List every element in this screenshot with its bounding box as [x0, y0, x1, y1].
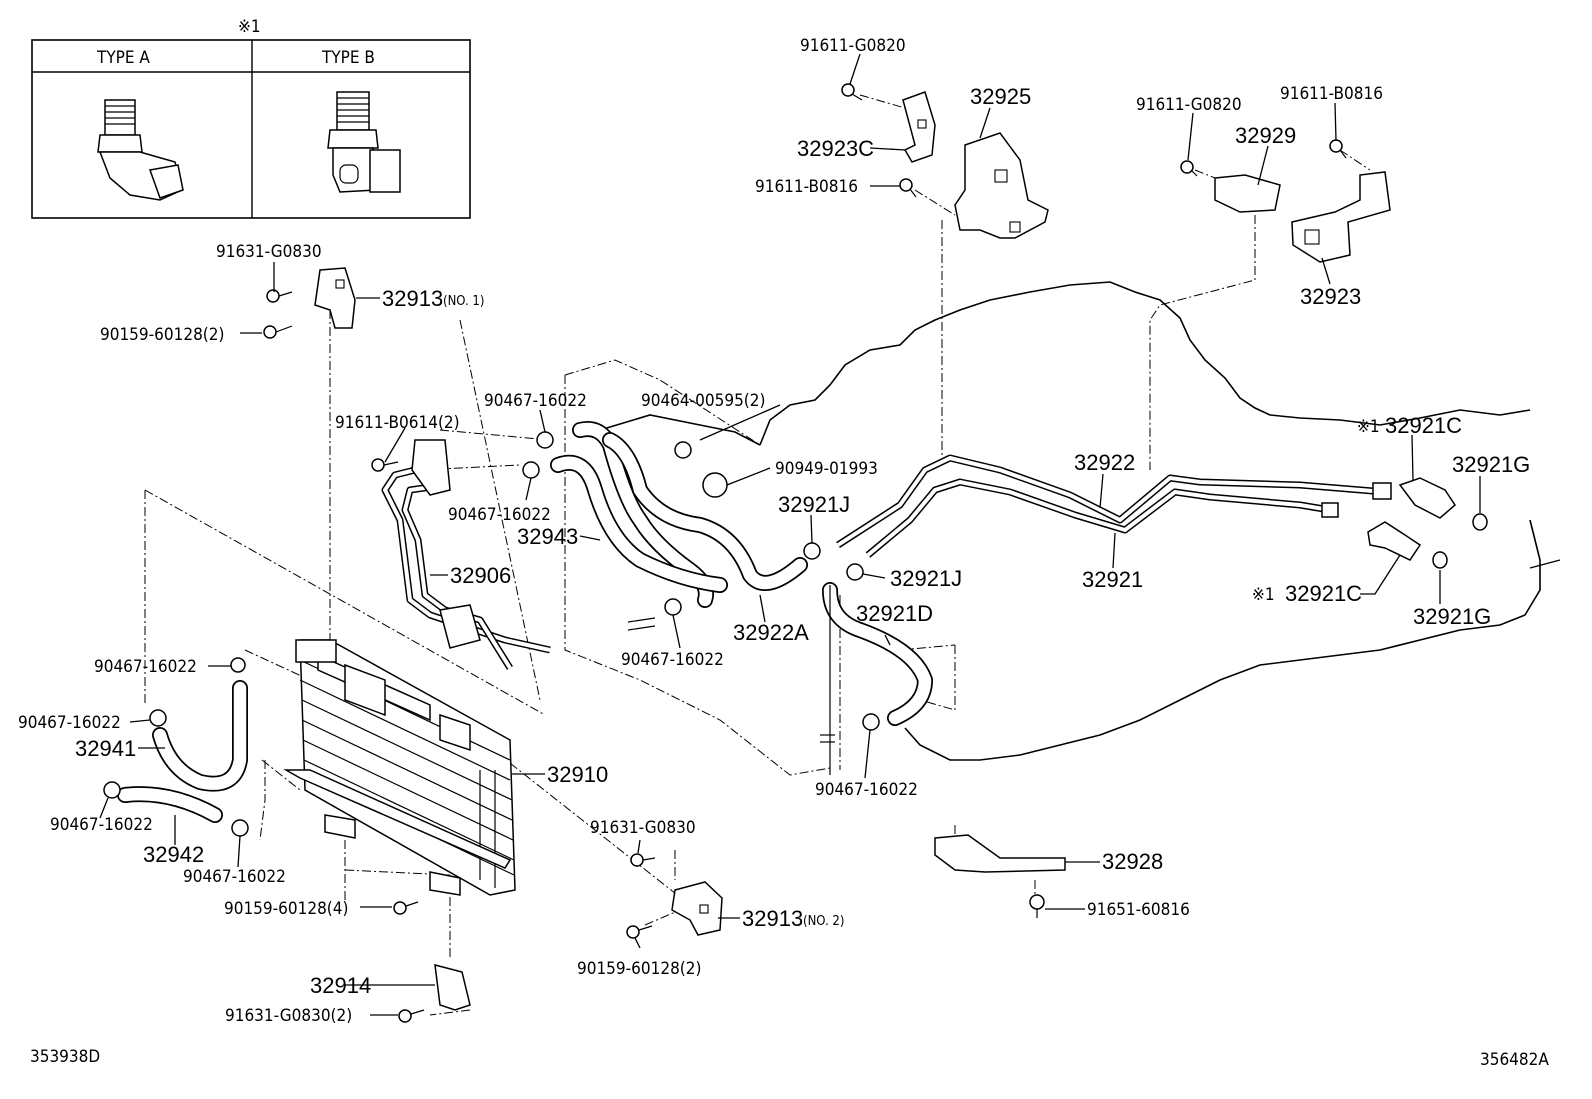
bolt-icon [371, 458, 399, 472]
label-32913-no2: 32913 [742, 906, 803, 931]
label-91631-G0830-2: 91631-G0830(2) [225, 1006, 352, 1026]
bolt-icon [1329, 139, 1347, 159]
label-91611-G0820-right: 91611-G0820 [1136, 95, 1242, 115]
type-b-label: TYPE B [321, 48, 375, 68]
bolt-icon [398, 1009, 425, 1023]
type-b-fitting-icon [327, 91, 401, 193]
label-91611-B0816-right: 91611-B0816 [1280, 84, 1383, 104]
label-32922A: 32922A [733, 620, 809, 645]
label-32923C: 32923C [797, 136, 874, 161]
label-32942: 32942 [143, 842, 204, 867]
fitting-32921C-lower [1321, 502, 1422, 561]
hose-32943 [550, 421, 728, 608]
label-32921G-upper: 32921G [1452, 452, 1530, 477]
inset-note-mark: ※1 [238, 17, 261, 37]
label-32923: 32923 [1300, 284, 1361, 309]
label-90467-16022-c: 90467-16022 [621, 650, 724, 670]
label-90159-60128-2-top: 90159-60128(2) [100, 325, 224, 345]
label-91631-G0830-mid: 91631-G0830 [590, 818, 696, 838]
label-90467-16022-d: 90467-16022 [815, 780, 918, 800]
label-32910: 32910 [547, 762, 608, 787]
label-32914: 32914 [310, 973, 371, 998]
bolt-icon [1029, 894, 1045, 918]
label-90467-16022-g: 90467-16022 [50, 815, 153, 835]
leader-lines [99, 53, 1481, 1016]
bolt-icon [630, 853, 656, 867]
bolt-icon [393, 901, 419, 915]
label-32922: 32922 [1074, 450, 1135, 475]
bracket-32914 [434, 963, 471, 1011]
label-32906: 32906 [450, 563, 511, 588]
label-90467-16022-f: 90467-16022 [18, 713, 121, 733]
bolt-icon [626, 925, 653, 939]
label-90464-00595-2: 90464-00595(2) [641, 391, 765, 411]
label-32925: 32925 [970, 84, 1031, 109]
label-91611-B0816-mid: 91611-B0816 [755, 177, 858, 197]
hose-32942 [117, 786, 223, 823]
bolt-icon [266, 289, 293, 303]
pipe-32922 [836, 454, 1386, 548]
label-91611-G0820-top: 91611-G0820 [800, 36, 906, 56]
type-a-label: TYPE A [96, 48, 150, 68]
label-91651-60816: 91651-60816 [1087, 900, 1190, 920]
label-note1-lower: ※1 [1252, 585, 1275, 605]
type-a-fitting-icon [97, 99, 184, 201]
pipe-32906 [381, 439, 551, 670]
bracket-32925 [954, 132, 1049, 239]
oil-cooler-32910 [283, 639, 516, 896]
clamp-32923C [902, 91, 936, 163]
footer-right-code: 356482A [1480, 1050, 1549, 1070]
label-91631-G0830-top: 91631-G0830 [216, 242, 322, 262]
label-91611-B0614-2: 91611-B0614(2) [335, 413, 460, 433]
label-90467-16022-h: 90467-16022 [183, 867, 286, 887]
label-32943: 32943 [517, 524, 578, 549]
hose-clips [103, 431, 880, 837]
o-ring-32921G-lower [1432, 551, 1448, 569]
fitting-32921C-upper [1372, 477, 1456, 519]
label-90467-16022-b: 90467-16022 [448, 505, 551, 525]
label-32921C-lower: 32921C [1285, 581, 1362, 606]
part-labels: 91631-G0830 32913 (NO. 1) 90159-60128(2)… [18, 36, 1530, 1026]
label-90159-60128-2-bottom: 90159-60128(2) [577, 959, 701, 979]
label-32921D: 32921D [856, 601, 933, 626]
o-ring-32921G-upper [1472, 513, 1488, 531]
pipe-32921 [865, 478, 1331, 558]
label-90467-16022-a: 90467-16022 [484, 391, 587, 411]
label-32929: 32929 [1235, 123, 1296, 148]
bolt-icon [841, 83, 863, 101]
label-no2: (NO. 2) [803, 914, 844, 929]
bracket-32913-no2 [671, 881, 723, 936]
bolt-icon [263, 325, 293, 339]
label-90467-16022-e: 90467-16022 [94, 657, 197, 677]
label-32921J-top: 32921J [778, 492, 850, 517]
bracket-32928 [934, 834, 1066, 873]
label-32921C-upper: 32921C [1385, 413, 1462, 438]
bolt-icon [1180, 160, 1198, 177]
label-32921: 32921 [1082, 567, 1143, 592]
hose-32921D [627, 582, 933, 775]
label-note1-upper: ※1 [1357, 417, 1380, 437]
label-32941: 32941 [75, 736, 136, 761]
label-32921G-lower: 32921G [1413, 604, 1491, 629]
hose-32941 [152, 680, 248, 792]
clamp-32929 [1214, 174, 1281, 213]
label-32913-no1: 32913 [382, 286, 443, 311]
bolts [263, 83, 1347, 1023]
label-no1: (NO. 1) [443, 294, 484, 309]
label-90949-01993: 90949-01993 [775, 459, 878, 479]
label-32928: 32928 [1102, 849, 1163, 874]
engine-outline [599, 281, 1561, 761]
footer-left-code: 353938D [30, 1047, 100, 1067]
bolt-icon [899, 178, 917, 198]
guide-lines [144, 94, 1371, 1016]
bracket-32923 [1291, 171, 1391, 263]
hose-32922A [602, 432, 808, 591]
bracket-32913-no1 [314, 267, 356, 329]
fitting-types-inset: ※1 TYPE A TYPE B [31, 17, 471, 219]
label-90159-60128-4: 90159-60128(4) [224, 899, 348, 919]
label-32921J-mid: 32921J [890, 566, 962, 591]
